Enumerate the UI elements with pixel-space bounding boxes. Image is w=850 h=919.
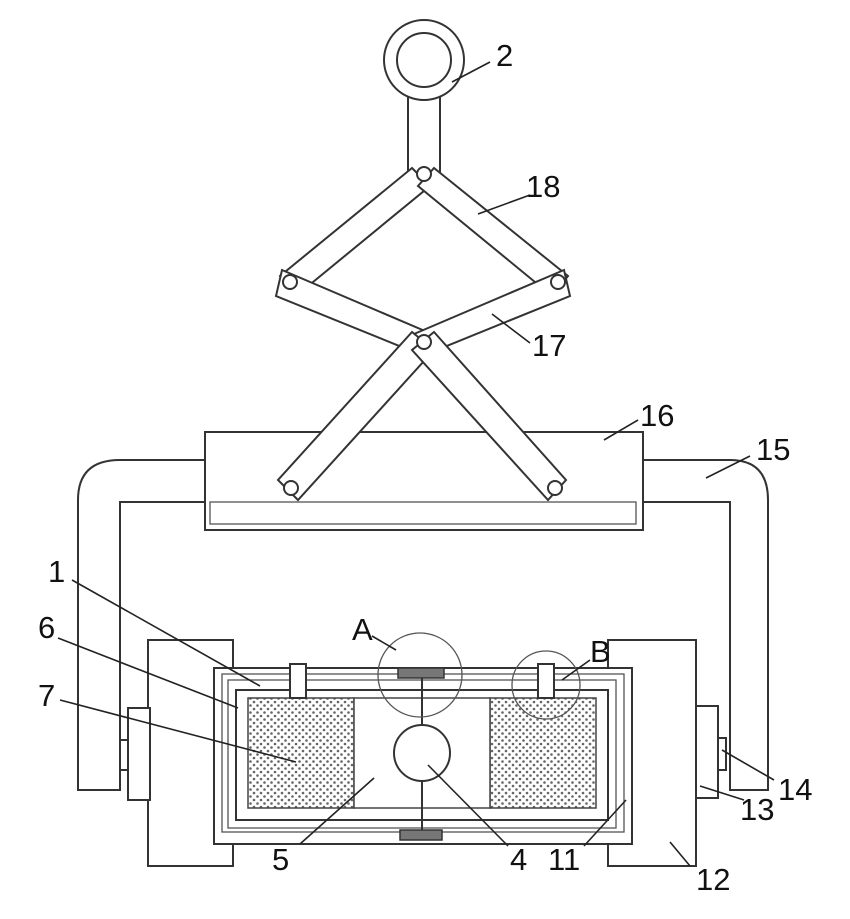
label-13: 13 — [740, 792, 774, 827]
label-15: 15 — [756, 432, 790, 467]
label-12: 12 — [696, 862, 730, 897]
label-6: 6 — [38, 610, 55, 645]
right-sponge — [490, 698, 596, 808]
hanger-ring — [384, 20, 464, 176]
label-2: 2 — [496, 38, 513, 73]
label-5: 5 — [272, 842, 289, 877]
label-b: B — [590, 634, 611, 669]
label-a: A — [352, 612, 373, 647]
label-7: 7 — [38, 678, 55, 713]
label-4: 4 — [510, 842, 527, 877]
label-14: 14 — [778, 772, 812, 807]
label-1: 1 — [48, 554, 65, 589]
label-16: 16 — [640, 398, 674, 433]
label-18: 18 — [526, 169, 560, 204]
upper-plate — [205, 432, 643, 530]
label-11: 11 — [548, 842, 580, 877]
label-17: 17 — [532, 328, 566, 363]
